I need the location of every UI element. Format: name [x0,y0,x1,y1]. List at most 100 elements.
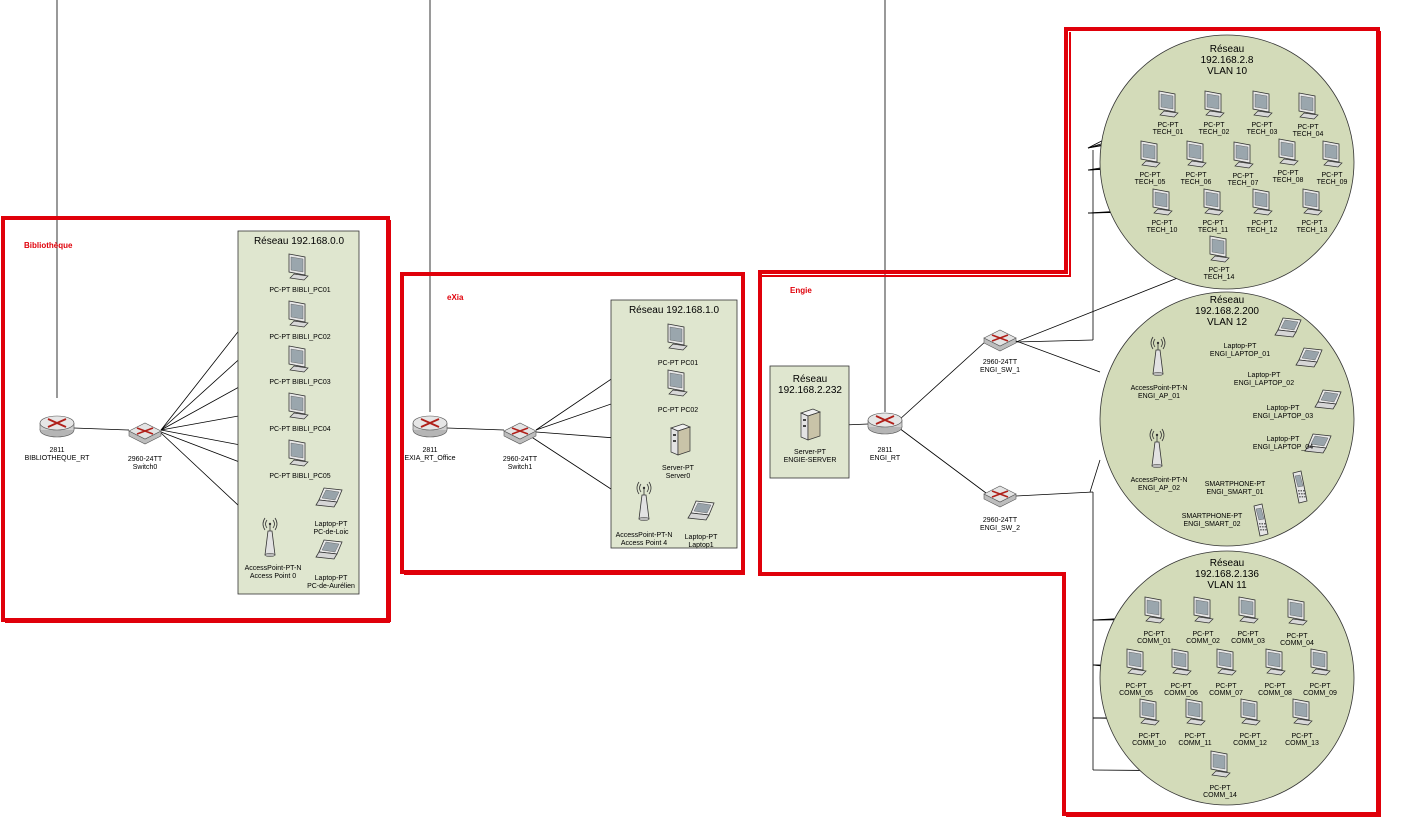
server-label: Server0 [666,473,691,480]
laptop-icon [687,500,715,521]
pc-stand [1299,112,1319,120]
pc-screen [1205,191,1219,208]
pc-label: COMM_10 [1132,740,1166,747]
net-title-vlan10: 192.168.2.8 [1201,55,1254,66]
laptop-base [315,551,338,560]
server-light [803,425,806,427]
pc-label: TECH_10 [1147,227,1178,234]
smartphone-icon [1253,503,1269,537]
pc-stand [289,459,309,467]
router-icon [39,415,75,438]
laptop-icon [315,539,343,560]
pc-label: COMM_03 [1231,638,1265,645]
pc-label: TECH_08 [1273,177,1304,184]
pc-label: COMM_08 [1258,690,1292,697]
laptop-screen [1301,349,1320,361]
phone-screen [1294,474,1304,488]
pc-stand [1145,616,1165,624]
pc-label: PC-PT [1171,683,1193,690]
link-bibli-rt-sw [73,427,130,431]
pc-icon [1233,141,1254,169]
laptop-label: ENGI_LAPTOP_01 [1210,351,1270,358]
zone-engie-shadow [1066,31,1381,817]
switch-label: 2960-24TT [503,456,538,463]
router-label: 2811 [49,447,64,454]
pc-icon [1204,90,1225,118]
pc-screen [1187,701,1201,718]
pc-label: COMM_11 [1178,740,1211,747]
pc-label: TECH_01 [1153,129,1184,136]
phone-key [1261,523,1263,525]
access-point-label: AccessPoint-PT-N [616,532,673,539]
pc-icon [1302,188,1323,216]
pc-icon [1209,235,1230,263]
router-label: 2811 [877,447,892,454]
pc-stand [1187,160,1207,168]
pc-icon [1278,138,1299,166]
pc-screen [669,372,683,389]
pc-screen [1240,599,1254,616]
pc-screen [669,326,683,343]
pc-label: TECH_13 [1297,227,1328,234]
pc-screen [1195,599,1209,616]
pc-icon [1203,188,1224,216]
zone-bibli-border [1,216,390,622]
pc-icon [1252,188,1273,216]
phone-key [1298,493,1301,495]
pc-icon [1292,698,1313,726]
pc-icon [667,369,688,397]
phone-screen [1255,507,1265,521]
pc-screen [1160,93,1174,110]
pc-stand [289,320,309,328]
pc-stand [1241,718,1261,726]
pc-stand [1140,718,1160,726]
pc-stand [1186,718,1206,726]
smartphone-label: ENGI_SMART_01 [1206,489,1263,496]
phone-key [1262,526,1264,528]
pc-screen [1254,93,1268,110]
pc-icon [1238,596,1259,624]
pc-label: PC-PT [1186,172,1208,179]
pc-screen [290,395,304,412]
access-point-label: AccessPoint-PT-N [1131,477,1188,484]
pc-stand [1311,668,1331,676]
pc-stand [1217,668,1237,676]
pc-label: COMM_04 [1280,640,1314,647]
access-point-label: ENGI_AP_02 [1138,485,1180,492]
pc-icon [1171,648,1192,676]
laptop-icon [1304,433,1332,454]
pc-stand [1210,255,1230,263]
pc-screen [1141,701,1155,718]
ap-base [1151,464,1163,468]
laptop-icon [1295,347,1323,368]
pc-label: PC-PT [1322,172,1344,179]
link-sw2-ap02 [1089,459,1101,493]
pc-label: PC-PT [1193,631,1215,638]
smartphone-icon [1292,470,1308,504]
pc-label: PC-PT [1152,220,1174,227]
pc-stand [1127,668,1147,676]
net-title-exia: Réseau 192.168.1.0 [629,305,720,316]
switch-label: Switch1 [508,464,533,471]
phone-key [1304,496,1306,498]
laptop-icon [1274,317,1302,338]
pc-stand [1253,208,1273,216]
pc-label: PC-PT [1252,220,1274,227]
pc-stand [668,343,688,351]
ap-waves [262,517,278,531]
phone-key [1259,523,1261,525]
link-sw2-trunk [1015,491,1094,497]
switch-arrows [991,334,1009,342]
laptop-label: Laptop-PT [315,521,348,528]
pc-label: PC-PT [1204,122,1226,129]
net-circle-vlan12 [1099,291,1355,547]
laptop-label: Laptop-PT [1248,372,1281,379]
pc-stand [1288,618,1308,626]
net-title-vlan11: VLAN 11 [1207,580,1247,591]
pc-label: PC-PT [1240,733,1262,740]
pc-icon [288,300,309,328]
pc-screen [1173,651,1187,668]
net-title-vlan10: Réseau [1210,44,1244,55]
laptop-icon [1314,389,1342,410]
access-point-icon [636,481,652,521]
